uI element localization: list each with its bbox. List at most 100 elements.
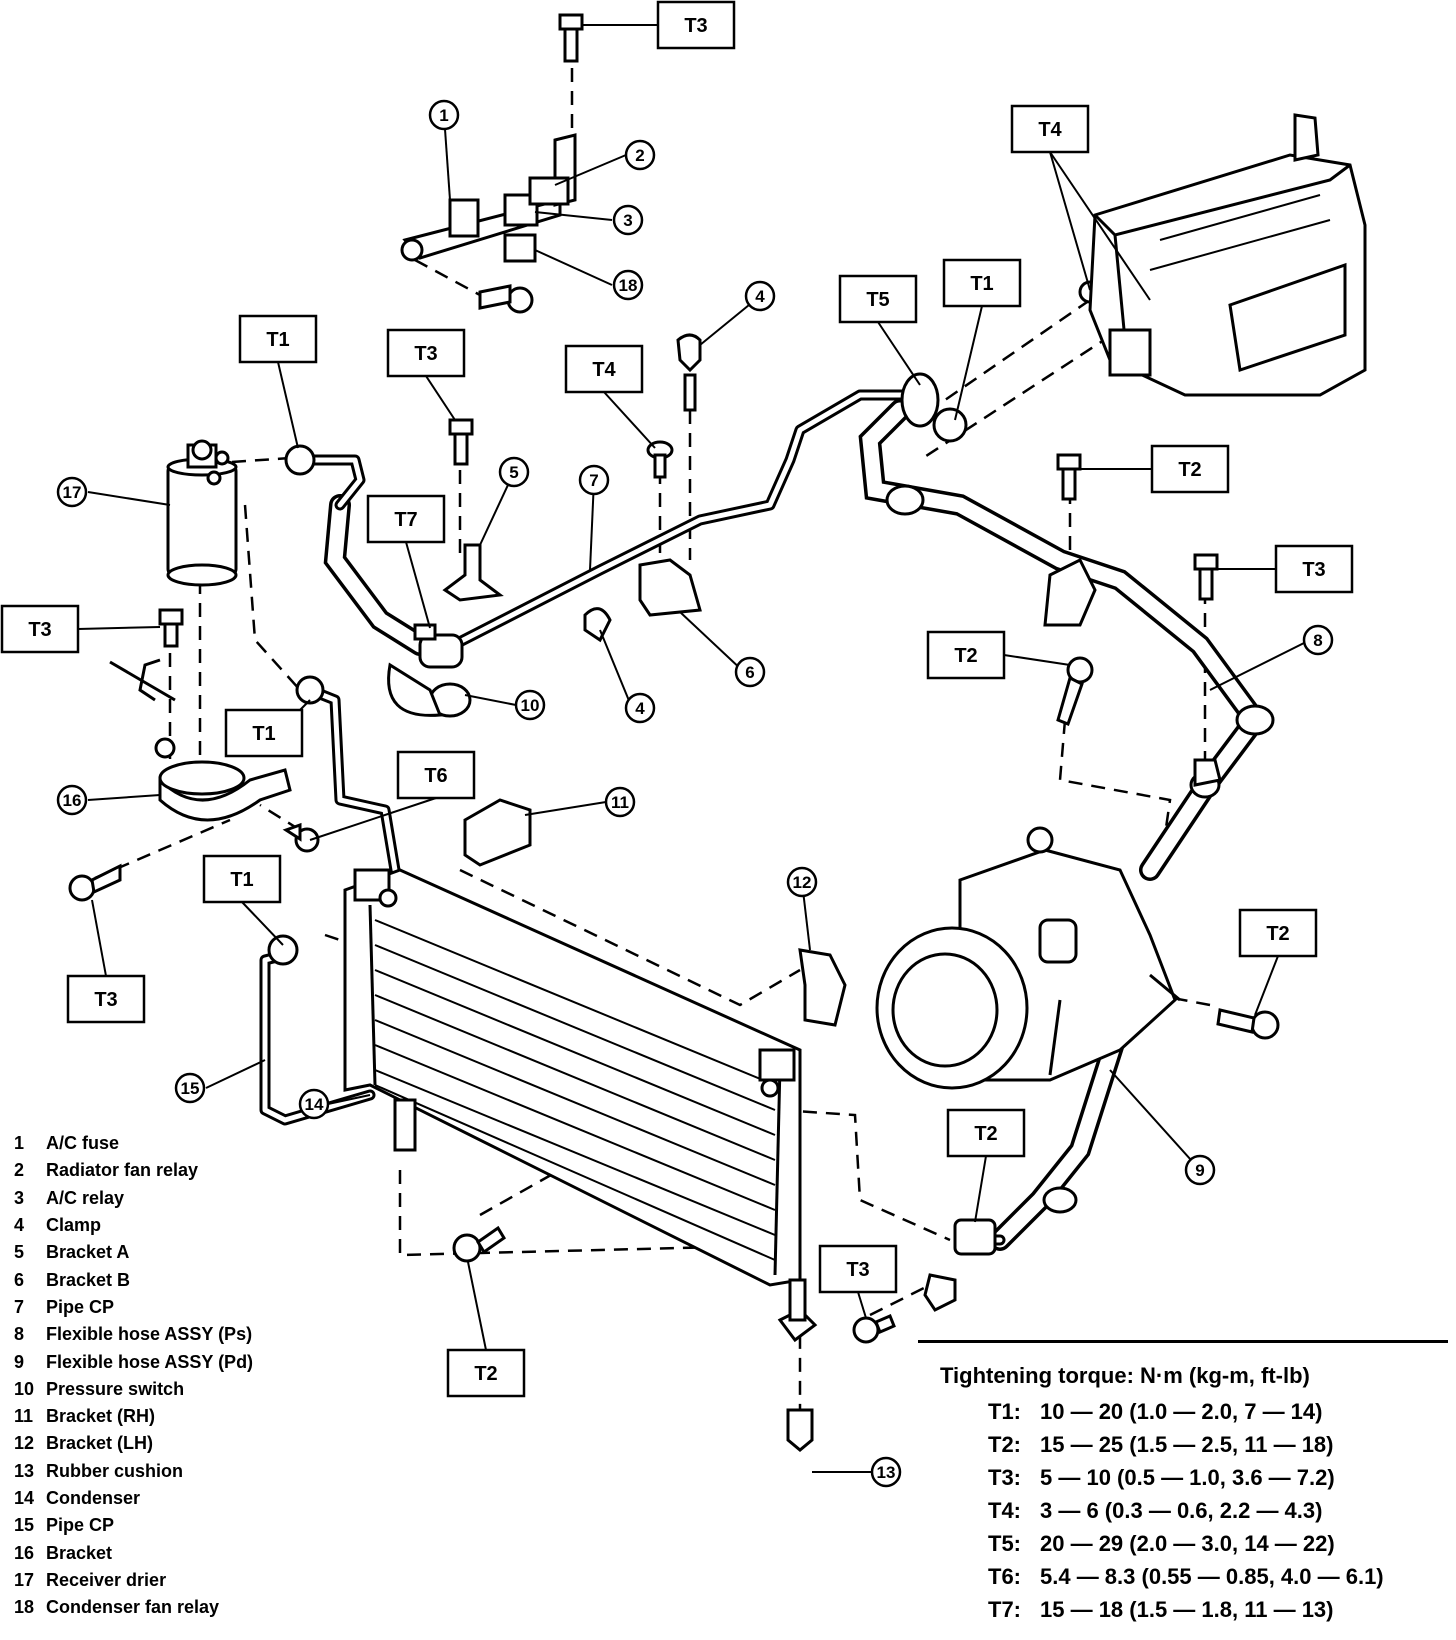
legend-item-number: 17 bbox=[14, 1569, 35, 1590]
svg-text:T5: T5 bbox=[866, 289, 889, 311]
torque-box-t5: T5 bbox=[838, 274, 918, 324]
legend-item-number: 11 bbox=[14, 1406, 34, 1427]
legend-item-name: Radiator fan relay bbox=[46, 1160, 199, 1181]
svg-text:T2: T2 bbox=[1266, 923, 1289, 945]
bracket-b bbox=[638, 558, 702, 617]
callout-10: 10 bbox=[514, 689, 546, 721]
callout-2: 2 bbox=[624, 139, 656, 171]
svg-text:1: 1 bbox=[439, 106, 448, 125]
torque-box-t7: T7 bbox=[366, 494, 446, 544]
screw-bracket-b bbox=[646, 440, 674, 479]
legend-item-number: 16 bbox=[14, 1542, 35, 1563]
legend-item-name: Bracket A bbox=[46, 1242, 130, 1263]
legend-item-name: Receiver drier bbox=[46, 1569, 167, 1590]
pressure-switch bbox=[418, 633, 464, 669]
callout-11: 11 bbox=[604, 786, 636, 818]
evaporator-unit bbox=[1088, 113, 1367, 397]
bolt-t3-right bbox=[1193, 553, 1219, 601]
legend-item-number: 2 bbox=[14, 1160, 25, 1181]
legend-item-number: 9 bbox=[14, 1351, 25, 1372]
svg-text:4: 4 bbox=[755, 287, 765, 306]
callout-16: 16 bbox=[56, 784, 88, 816]
torque-box-t2-upper: T2 bbox=[1150, 444, 1230, 494]
bolt-t2-upper bbox=[1056, 453, 1082, 501]
relay-bracket-assembly bbox=[400, 133, 577, 263]
callout-4-lower: 4 bbox=[624, 692, 656, 724]
legend-item-name: A/C fuse bbox=[46, 1133, 120, 1154]
callout-8: 8 bbox=[1302, 624, 1334, 656]
callout-6: 6 bbox=[734, 656, 766, 688]
callout-14: 14 bbox=[298, 1088, 330, 1120]
torque-row-value: 5 — 10 (0.5 — 1.0, 3.6 — 7.2) bbox=[1040, 1464, 1335, 1490]
bolt-receiver bbox=[158, 608, 184, 648]
callout-5: 5 bbox=[498, 456, 530, 488]
callout-9: 9 bbox=[1184, 1154, 1216, 1186]
callout-7: 7 bbox=[578, 464, 610, 496]
torque-row-value: 3 — 6 (0.3 — 0.6, 2.2 — 4.3) bbox=[1040, 1497, 1323, 1523]
svg-text:T4: T4 bbox=[592, 359, 616, 381]
pipe-cp-7 bbox=[434, 389, 916, 658]
legend-item-name: Clamp bbox=[46, 1215, 102, 1236]
callout-15: 15 bbox=[174, 1072, 206, 1104]
torque-box-t2-bottom: T2 bbox=[446, 1348, 526, 1398]
bolt-bracket-a bbox=[448, 418, 474, 466]
torque-box-t3-lower: T3 bbox=[818, 1244, 898, 1294]
legend-item: 17 Receiver drier bbox=[14, 1567, 314, 1594]
legend-item-number: 18 bbox=[14, 1597, 35, 1618]
condenser bbox=[343, 868, 807, 1322]
legend-item: 18 Condenser fan relay bbox=[14, 1594, 314, 1621]
svg-text:T3: T3 bbox=[1302, 559, 1325, 581]
callout-4-upper: 4 bbox=[744, 280, 776, 312]
svg-text:T2: T2 bbox=[954, 645, 977, 667]
legend-item-name: Flexible hose ASSY (Ps) bbox=[46, 1324, 253, 1345]
torque-rows: T1:10 — 20 (1.0 — 2.0, 7 — 14)T2:15 — 25… bbox=[918, 1395, 1448, 1626]
svg-text:T1: T1 bbox=[252, 723, 275, 745]
torque-row-value: 15 — 25 (1.5 — 2.5, 11 — 18) bbox=[1040, 1431, 1334, 1457]
legend-item-number: 15 bbox=[14, 1515, 35, 1536]
bracket-rh bbox=[463, 798, 532, 867]
callout-12: 12 bbox=[786, 866, 818, 898]
svg-text:5: 5 bbox=[509, 463, 518, 482]
legend-item-name: Pipe CP bbox=[46, 1515, 115, 1536]
legend-item-name: Condenser fan relay bbox=[46, 1597, 220, 1618]
bracket-a bbox=[442, 543, 504, 602]
legend-item: 15 Pipe CP bbox=[14, 1512, 314, 1539]
svg-text:11: 11 bbox=[611, 793, 629, 812]
callout-3: 3 bbox=[612, 204, 644, 236]
torque-row-code: T7: bbox=[988, 1596, 1021, 1622]
svg-text:8: 8 bbox=[1313, 631, 1322, 650]
callout-13: 13 bbox=[870, 1456, 902, 1488]
legend-item-name: Bracket (LH) bbox=[46, 1433, 154, 1454]
legend-item-number: 5 bbox=[14, 1242, 25, 1263]
pipe-receiver-to-pressure-switch bbox=[294, 454, 431, 656]
torque-row-code: T6: bbox=[988, 1563, 1021, 1589]
bolt-relay-lower bbox=[478, 284, 534, 314]
svg-text:T1: T1 bbox=[970, 273, 993, 295]
svg-text:9: 9 bbox=[1195, 1161, 1204, 1180]
svg-text:T3: T3 bbox=[414, 343, 437, 365]
torque-box-t4-top: T4 bbox=[1010, 104, 1090, 154]
clamp-upper bbox=[676, 333, 702, 373]
svg-text:7: 7 bbox=[589, 471, 598, 490]
torque-row-value: 5.4 — 8.3 (0.55 — 0.85, 4.0 — 6.1) bbox=[1040, 1563, 1384, 1589]
svg-text:T3: T3 bbox=[684, 15, 707, 37]
legend-item-number: 14 bbox=[14, 1488, 35, 1508]
svg-text:2: 2 bbox=[635, 146, 644, 165]
legend-item-name: Rubber cushion bbox=[46, 1460, 184, 1481]
torque-row-value: 15 — 18 (1.5 — 1.8, 11 — 13) bbox=[1040, 1596, 1334, 1622]
torque-box-t4-mid: T4 bbox=[564, 344, 644, 394]
torque-box-t3-mid: T3 bbox=[386, 328, 466, 378]
receiver-bracket bbox=[109, 658, 292, 822]
legend-item-number: 3 bbox=[14, 1187, 25, 1208]
bracket-lh bbox=[798, 948, 847, 1027]
svg-text:T7: T7 bbox=[394, 509, 417, 531]
